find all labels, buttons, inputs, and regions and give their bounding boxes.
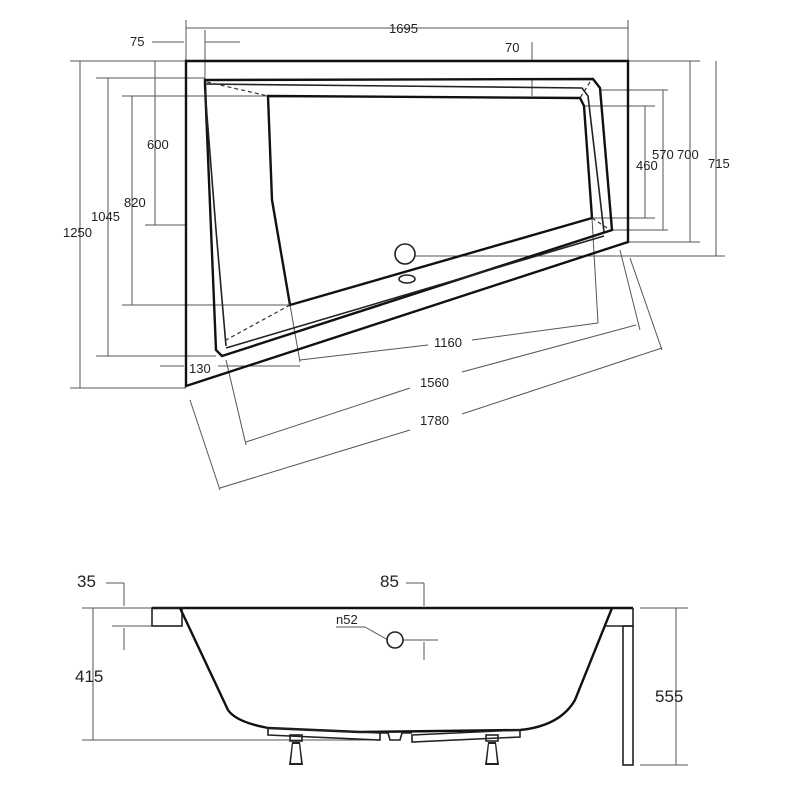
dimension-line (219, 429, 411, 489)
dim-1560: 1560 (420, 375, 449, 390)
dim-85: 85 (380, 572, 399, 591)
dim-1160: 1160 (434, 335, 462, 350)
basin-outline (266, 94, 594, 307)
dashed-corner-br (591, 217, 611, 231)
dim-460: 460 (636, 158, 658, 173)
dim-1780: 1780 (420, 413, 449, 428)
dimension-line (461, 324, 637, 373)
drain-icon (394, 243, 416, 265)
dimension-line (299, 344, 429, 361)
rim-inner-outline (203, 77, 614, 358)
side-view: 35 85 n52 415 555 (75, 572, 683, 766)
drain-outlet (380, 732, 412, 741)
overflow-icon (398, 274, 416, 284)
dimension-line (471, 322, 599, 341)
dim-700: 700 (677, 147, 699, 162)
dimension-line (619, 249, 641, 331)
front-rim-line (225, 235, 605, 349)
rim-step-line (204, 83, 605, 233)
dim-rim-top: 70 (505, 40, 519, 55)
dim-1045: 1045 (91, 209, 120, 224)
dimension-line (245, 387, 411, 443)
dimension-line (225, 359, 247, 446)
dim-570: 570 (652, 147, 674, 162)
dim-n52: n52 (336, 612, 358, 627)
dashed-corner-tr (579, 81, 591, 99)
dimension-line (461, 347, 663, 415)
dim-35: 35 (77, 572, 96, 591)
dim-overall-width: 1695 (389, 21, 418, 36)
dim-820: 820 (124, 195, 146, 210)
dim-600: 600 (147, 137, 169, 152)
dim-rim-left: 75 (130, 34, 144, 49)
dimension-line (629, 257, 663, 351)
bottom-plate-left (267, 727, 381, 741)
front-panel-leg (622, 625, 634, 766)
outer-outline (184, 59, 630, 388)
dim-130: 130 (189, 361, 211, 376)
dim-1250: 1250 (63, 225, 92, 240)
foot-right-icon (485, 734, 499, 765)
basin-profile (178, 607, 614, 734)
top-view: 1695 75 70 600 820 1045 1250 460 570 700… (63, 21, 730, 428)
dimension-line (364, 626, 389, 641)
foot-left-icon (289, 734, 303, 765)
dimension-line (189, 399, 221, 491)
dashed-corner-tl (206, 81, 269, 97)
overflow-hole-icon (386, 631, 404, 649)
dim-415: 415 (75, 667, 103, 686)
dashed-corner-bl (225, 304, 291, 341)
left-rim-block (151, 607, 183, 627)
dimension-lines (70, 20, 725, 766)
bottom-plate-right (411, 729, 521, 743)
dim-715: 715 (708, 156, 730, 171)
dim-555: 555 (655, 687, 683, 706)
rim-step-line-left (204, 89, 227, 347)
